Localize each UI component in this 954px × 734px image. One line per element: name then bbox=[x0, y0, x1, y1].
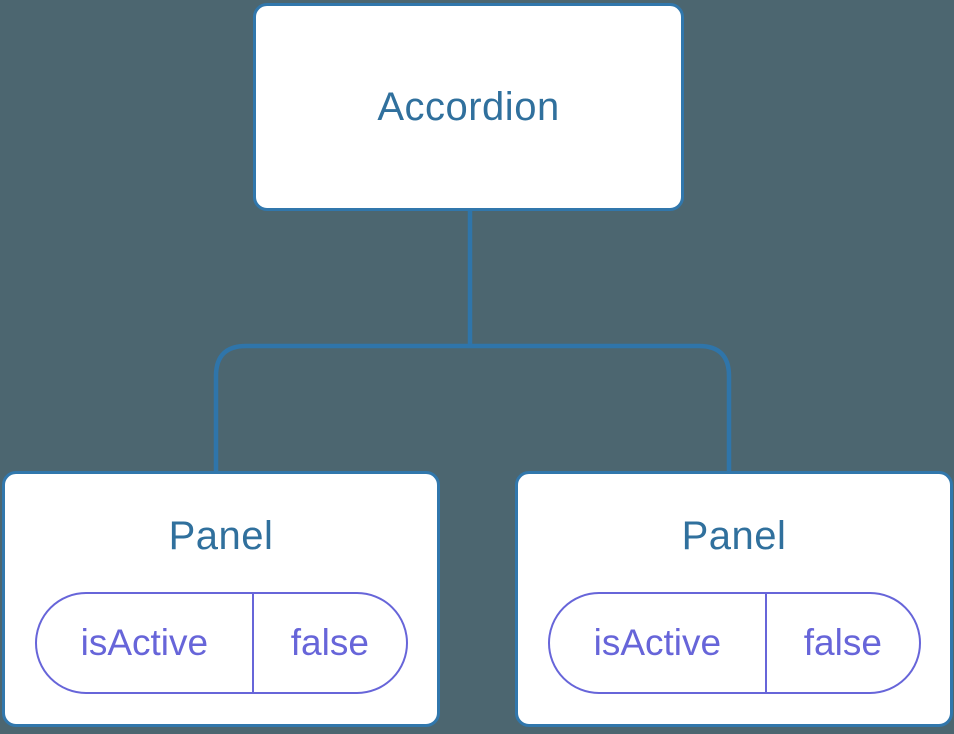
node-panel-right: Panel isActive false bbox=[515, 471, 953, 727]
node-accordion: Accordion bbox=[253, 3, 684, 211]
prop-value: false bbox=[803, 622, 882, 663]
node-panel-label: Panel bbox=[168, 514, 274, 558]
prop-name: isActive bbox=[550, 594, 768, 692]
prop-name: isActive bbox=[37, 594, 255, 692]
prop-pill: isActive false bbox=[547, 592, 921, 694]
node-accordion-label: Accordion bbox=[377, 84, 560, 129]
node-panel-label: Panel bbox=[681, 514, 787, 558]
prop-pill: isActive false bbox=[34, 592, 408, 694]
node-panel-left: Panel isActive false bbox=[2, 471, 440, 727]
prop-value: false bbox=[290, 622, 369, 663]
connector-branch-lines bbox=[213, 343, 732, 473]
